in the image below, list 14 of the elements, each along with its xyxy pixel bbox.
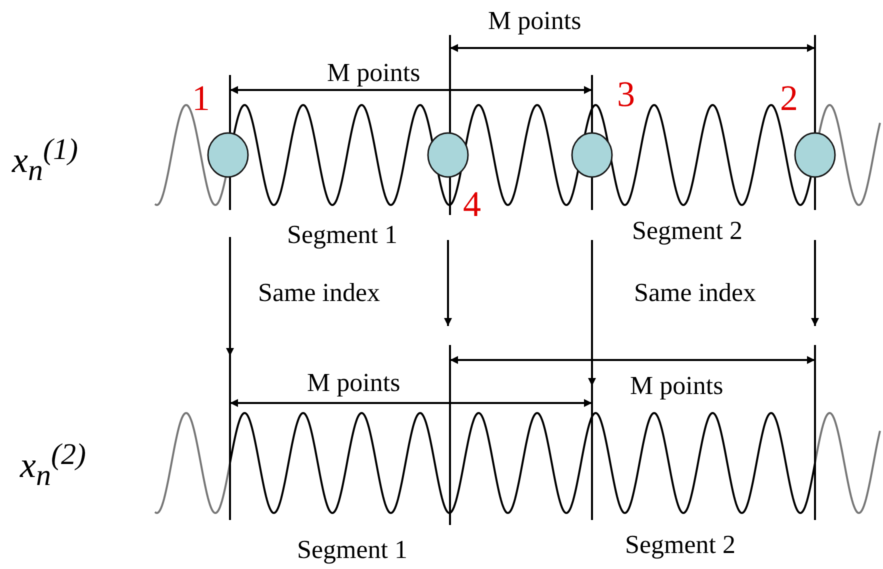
dimension-label: M points — [488, 8, 582, 34]
dimension-label: M points — [307, 370, 400, 396]
callout-number: 3 — [617, 76, 635, 112]
segment-label: Segment 2 — [625, 532, 736, 558]
segment-label: Segment 1 — [287, 222, 398, 248]
callout-number: 4 — [463, 186, 481, 222]
segment-label: Segment 1 — [297, 537, 408, 563]
dimension-label: M points — [630, 373, 724, 399]
callout-number: 2 — [780, 80, 798, 116]
mapping-note: Same index — [258, 280, 380, 306]
mapping-note: Same index — [634, 280, 756, 306]
segment-label: Segment 2 — [632, 218, 742, 244]
dimension-label: M points — [327, 60, 420, 86]
callout-number: 1 — [192, 80, 210, 116]
